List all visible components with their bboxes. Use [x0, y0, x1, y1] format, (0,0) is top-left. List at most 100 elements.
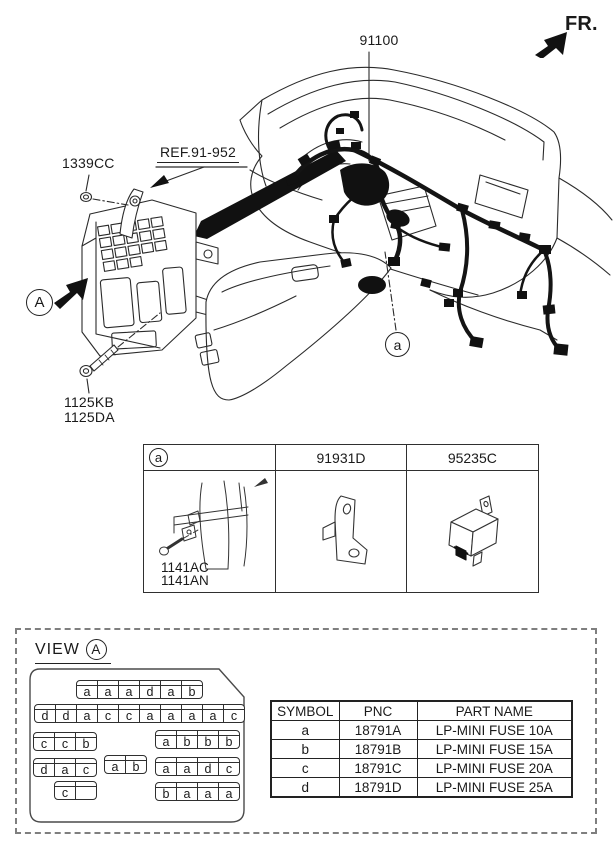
- fuse-label: a: [183, 762, 191, 776]
- fuse-cell: a: [203, 705, 224, 722]
- parts-table-col-95235c: 95235C: [447, 449, 497, 466]
- fr-direction-arrow-icon: [535, 32, 567, 58]
- fuse-label: b: [162, 787, 170, 801]
- fuse-group: d d a c c a a a a c: [34, 704, 245, 723]
- part-91931d-cell: [276, 471, 407, 592]
- bracket-part-icon: [322, 494, 368, 565]
- fuse-label: a: [146, 709, 154, 723]
- fuse-cell: d: [140, 681, 161, 698]
- fuse-cell: d: [198, 758, 219, 775]
- cell-part-name: LP-MINI FUSE 10A: [416, 720, 573, 740]
- fuse-label: a: [167, 685, 175, 699]
- fuse-legend-table: SYMBOL PNC PART NAME a 18791A LP-MINI FU…: [270, 700, 573, 798]
- fr-direction-label: FR.: [565, 13, 598, 35]
- callout-harness: 91100: [359, 32, 399, 48]
- cell-pnc: 18791A: [338, 720, 418, 740]
- callout-bracket-2: 1141AN: [161, 573, 209, 588]
- relay-part-icon: [448, 494, 499, 567]
- fuse-cell: b: [76, 733, 96, 750]
- cell-pnc: 18791D: [338, 777, 418, 798]
- cell-part-name: LP-MINI FUSE 20A: [416, 758, 573, 778]
- fuse-cell: d: [56, 705, 77, 722]
- fuse-cell: a: [119, 681, 140, 698]
- fuse-label: a: [167, 709, 175, 723]
- fuse-cell: [76, 782, 96, 799]
- fuse-label: a: [162, 735, 170, 749]
- fuse-cell: b: [198, 731, 219, 748]
- fuse-label: d: [146, 685, 154, 699]
- callout-bolt-2: 1125DA: [64, 409, 115, 425]
- fuse-table-row: b 18791B LP-MINI FUSE 15A: [270, 739, 573, 759]
- cell-symbol: c: [270, 758, 340, 778]
- fuse-label: c: [61, 786, 69, 800]
- parts-table-body-row: 1141AC 1141AN: [144, 471, 538, 592]
- fuse-label: a: [125, 685, 133, 699]
- fuse-cell: c: [55, 733, 76, 750]
- fuse-label: a: [183, 787, 191, 801]
- fuse-label: d: [204, 762, 212, 776]
- fuse-label: a: [204, 787, 212, 801]
- fuse-cell: a: [140, 705, 161, 722]
- fuse-cell: b: [182, 681, 202, 698]
- cell-symbol: d: [270, 777, 340, 798]
- box-marker-A: A: [26, 289, 53, 316]
- fuse-group: c c b: [33, 732, 97, 751]
- fuse-group: b a a a: [155, 782, 240, 801]
- fuse-cell: a: [177, 783, 198, 800]
- fuse-cell: a: [77, 705, 98, 722]
- harness-marker-a: a: [385, 332, 410, 357]
- fuse-table-row: a 18791A LP-MINI FUSE 10A: [270, 720, 573, 740]
- fuse-label: a: [225, 787, 233, 801]
- fuse-cell: a: [156, 731, 177, 748]
- fusebox-outline: [29, 668, 245, 823]
- fuse-cell: a: [219, 783, 239, 800]
- marker-a-icon: a: [149, 448, 168, 467]
- col-symbol: SYMBOL: [270, 700, 340, 721]
- fuse-label: a: [61, 763, 69, 777]
- fuse-label: d: [41, 709, 49, 723]
- view-a-title: VIEW A: [35, 639, 107, 660]
- fuse-cell: c: [119, 705, 140, 722]
- bracket-location-sketch: [159, 478, 269, 570]
- fuse-label: a: [188, 709, 196, 723]
- fuse-cell: a: [55, 759, 76, 776]
- fuse-cell: d: [34, 759, 55, 776]
- fuse-label: c: [104, 709, 112, 723]
- fuse-cell: c: [98, 705, 119, 722]
- fuse-cell: a: [198, 783, 219, 800]
- cell-symbol: b: [270, 739, 340, 759]
- fuse-label: a: [83, 709, 91, 723]
- cell-symbol: a: [270, 720, 340, 740]
- fuse-cell: a: [156, 758, 177, 775]
- fuse-label: c: [40, 737, 48, 751]
- fuse-cell: b: [126, 756, 146, 773]
- fuse-label: d: [40, 763, 48, 777]
- fuse-label: d: [62, 709, 70, 723]
- cell-pnc: 18791B: [338, 739, 418, 759]
- fuse-label: a: [111, 760, 119, 774]
- fuse-label: b: [204, 735, 212, 749]
- fuse-label: c: [61, 737, 69, 751]
- fuse-cell: c: [55, 782, 76, 799]
- fuse-label: a: [104, 685, 112, 699]
- parts-table: a 91931D 95235C 1: [143, 444, 539, 593]
- fuse-group: a a a d a b: [76, 680, 203, 699]
- fuse-label: b: [82, 737, 90, 751]
- parts-table-col-91931d: 91931D: [276, 445, 407, 470]
- cell-part-name: LP-MINI FUSE 25A: [416, 777, 573, 798]
- fuse-cell: a: [161, 705, 182, 722]
- fuse-label: c: [225, 762, 233, 776]
- fuse-cell: d: [35, 705, 56, 722]
- fuse-cell: a: [177, 758, 198, 775]
- bracket-location-cell: 1141AC 1141AN: [144, 471, 277, 592]
- fuse-group: a b: [104, 755, 147, 774]
- fuse-table-row: c 18791C LP-MINI FUSE 20A: [270, 758, 573, 778]
- col-part-name: PART NAME: [416, 700, 573, 721]
- col-pnc: PNC: [338, 700, 418, 721]
- fuse-table-header-row: SYMBOL PNC PART NAME: [270, 700, 573, 721]
- fuse-label: b: [132, 760, 140, 774]
- cell-part-name: LP-MINI FUSE 15A: [416, 739, 573, 759]
- fuse-label: b: [225, 735, 233, 749]
- dashboard-harness-illustration: [54, 51, 613, 401]
